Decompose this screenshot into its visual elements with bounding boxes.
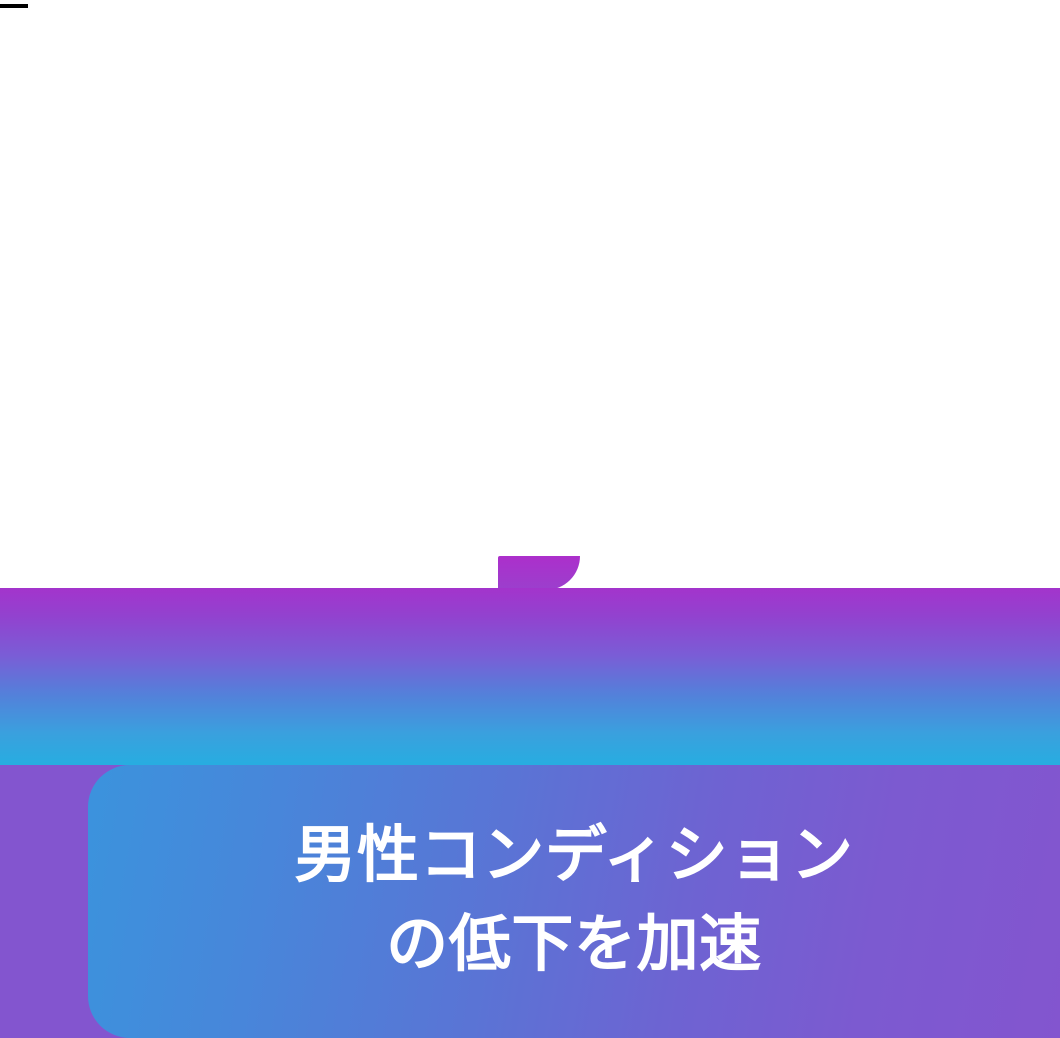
headline-card: 男性コンディション の低下を加速 bbox=[88, 765, 1060, 1038]
purple-to-cyan-gradient-band bbox=[0, 588, 1060, 765]
top-left-black-bar bbox=[0, 4, 28, 8]
upper-blank-area bbox=[0, 0, 1060, 556]
purple-notch-tab bbox=[498, 556, 580, 590]
headline-text: 男性コンディション の低下を加速 bbox=[294, 811, 853, 987]
headline-line-2: の低下を加速 bbox=[386, 906, 762, 980]
headline-line-1: 男性コンディション bbox=[294, 818, 854, 892]
